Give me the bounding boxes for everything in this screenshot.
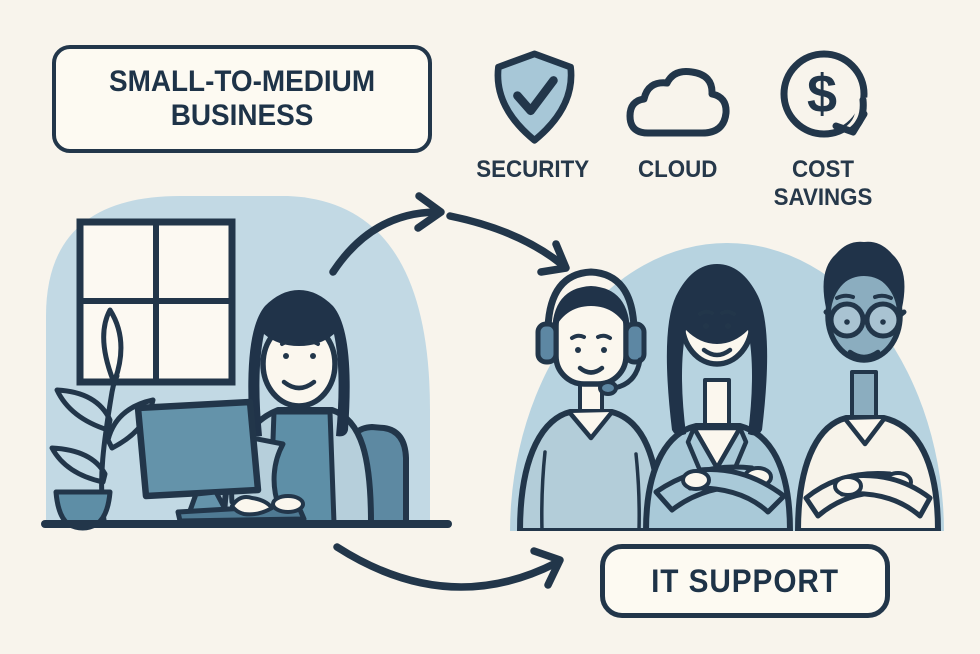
business-label-box: SMALL-TO-MEDIUM BUSINESS	[52, 45, 432, 153]
facial-features	[698, 309, 736, 358]
hand	[833, 475, 863, 497]
headset-earcup	[535, 321, 559, 365]
shield-check-icon	[494, 50, 575, 144]
cloud-icon	[626, 68, 730, 137]
monitor	[134, 398, 262, 500]
it-support-label-box: IT SUPPORT	[600, 544, 890, 618]
support-agent-headset	[517, 268, 663, 531]
business-owner	[221, 290, 374, 526]
facial-features	[280, 339, 320, 391]
facial-features	[570, 333, 612, 375]
hair	[248, 290, 350, 437]
business-label: SMALL-TO-MEDIUM BUSINESS	[108, 64, 376, 132]
office-scene	[41, 196, 452, 531]
headset-earcup	[623, 321, 647, 365]
hand	[271, 494, 305, 514]
collar	[843, 416, 887, 447]
hand	[230, 495, 274, 517]
hair	[666, 264, 768, 436]
cost-savings-icon: $	[780, 50, 874, 144]
benefit-label-security: SECURITY	[476, 156, 590, 183]
hair	[823, 241, 905, 308]
it-team-scene	[510, 241, 944, 531]
facial-features	[835, 293, 893, 360]
hand	[681, 469, 711, 491]
support-engineer-glasses	[795, 241, 941, 531]
flow-arrows	[329, 192, 570, 591]
benefit-label-cloud: CLOUD	[638, 156, 718, 183]
window	[76, 218, 236, 386]
support-manager	[643, 264, 793, 531]
headset-band	[544, 268, 638, 332]
arrow-business-to-support	[333, 543, 564, 591]
potted-plant	[49, 307, 156, 531]
dollar-glyph: $	[807, 64, 837, 124]
benefit-label-cost-savings: COST SAVINGS	[773, 156, 873, 212]
it-support-label: IT SUPPORT	[651, 562, 839, 599]
hair	[552, 286, 630, 334]
arrow-business-to-team	[329, 192, 570, 276]
collar	[567, 409, 615, 441]
